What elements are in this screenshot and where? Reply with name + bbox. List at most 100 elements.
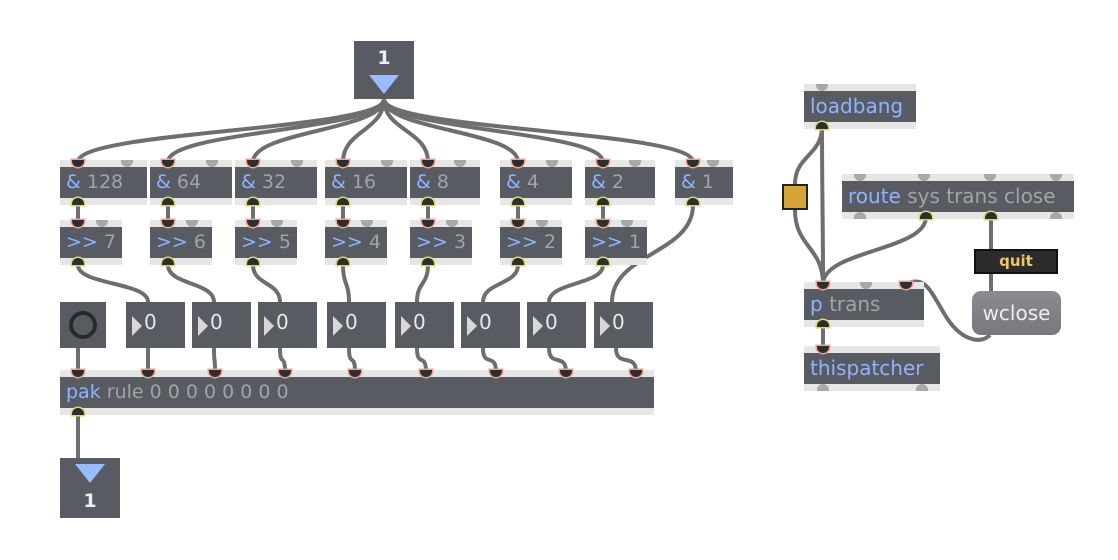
message-quit[interactable]: quit (974, 249, 1058, 274)
object-and[interactable]: & 32 (235, 160, 317, 205)
bang-button[interactable] (782, 184, 808, 210)
inlet[interactable] (271, 220, 283, 227)
number-box[interactable]: 0 (594, 302, 653, 348)
inlet[interactable] (337, 220, 349, 227)
inlet[interactable] (72, 160, 84, 167)
inlet[interactable] (512, 160, 524, 167)
outlet[interactable] (920, 212, 932, 219)
inlet[interactable] (381, 160, 393, 167)
inlet[interactable] (860, 282, 872, 289)
inlet[interactable] (186, 220, 198, 227)
inlet[interactable] (162, 220, 174, 227)
outlet[interactable] (72, 258, 84, 265)
outlet[interactable] (72, 198, 84, 205)
inlet[interactable] (817, 346, 829, 353)
outlet[interactable] (72, 408, 84, 415)
inlet[interactable] (361, 220, 373, 227)
inlet[interactable] (546, 160, 558, 167)
object-and[interactable]: & 4 (500, 160, 572, 205)
outlet[interactable] (337, 198, 349, 205)
outlet[interactable] (985, 212, 997, 219)
outlet[interactable] (597, 198, 609, 205)
outlet[interactable] (247, 258, 259, 265)
object-and[interactable]: & 2 (585, 160, 655, 205)
inlet[interactable] (536, 220, 548, 227)
inlet[interactable] (984, 174, 996, 181)
object-and[interactable]: & 64 (150, 160, 232, 205)
inlet[interactable] (490, 370, 502, 377)
inlet[interactable] (817, 282, 829, 289)
object-thispatcher[interactable]: thispatcher (804, 346, 940, 391)
number-box[interactable]: 0 (527, 302, 586, 348)
number-box[interactable]: 0 (192, 302, 251, 348)
inlet[interactable] (209, 370, 221, 377)
object-route[interactable]: route sys trans close (842, 174, 1074, 219)
outlet[interactable] (916, 384, 928, 391)
object-pak[interactable]: pak rule 0 0 0 0 0 0 0 0 (60, 370, 654, 415)
inlet[interactable] (206, 160, 218, 167)
inlet[interactable] (349, 370, 361, 377)
object-and[interactable]: & 8 (410, 160, 480, 205)
object-loadbang[interactable]: loadbang (804, 84, 916, 129)
inlet[interactable] (247, 220, 259, 227)
inlet[interactable] (142, 370, 154, 377)
inlet[interactable] (816, 84, 828, 91)
inlet[interactable] (918, 174, 930, 181)
inlet[interactable] (900, 282, 912, 289)
inlet-top[interactable]: 1 (354, 41, 414, 99)
inlet[interactable] (597, 220, 609, 227)
outlet[interactable] (816, 122, 828, 129)
inlet[interactable] (420, 370, 432, 377)
inlet[interactable] (854, 174, 866, 181)
number-box[interactable]: 0 (327, 302, 386, 348)
outlet-bottom[interactable]: 1 (60, 458, 120, 518)
object-and[interactable]: & 16 (325, 160, 407, 205)
number-box[interactable]: 0 (258, 302, 317, 348)
outlet[interactable] (817, 320, 829, 327)
outlet[interactable] (817, 384, 829, 391)
inlet[interactable] (630, 370, 642, 377)
toggle[interactable] (60, 302, 106, 348)
inlet[interactable] (162, 160, 174, 167)
object-wclose[interactable]: wclose (972, 291, 1061, 335)
object-shift-right[interactable]: >> 2 (500, 220, 562, 265)
object-shift-right[interactable]: >> 1 (585, 220, 647, 265)
inlet[interactable] (121, 160, 133, 167)
object-shift-right[interactable]: >> 7 (60, 220, 122, 265)
outlet[interactable] (854, 212, 866, 219)
inlet[interactable] (621, 220, 633, 227)
outlet[interactable] (1050, 212, 1062, 219)
outlet[interactable] (597, 258, 609, 265)
outlet[interactable] (422, 198, 434, 205)
outlet[interactable] (422, 258, 434, 265)
inlet[interactable] (560, 370, 572, 377)
inlet[interactable] (629, 160, 641, 167)
inlet[interactable] (597, 160, 609, 167)
inlet[interactable] (72, 370, 84, 377)
outlet[interactable] (512, 258, 524, 265)
inlet[interactable] (96, 220, 108, 227)
inlet[interactable] (446, 220, 458, 227)
object-shift-right[interactable]: >> 6 (150, 220, 212, 265)
object-shift-right[interactable]: >> 4 (325, 220, 387, 265)
object-and[interactable]: & 1 (675, 160, 733, 205)
outlet[interactable] (512, 198, 524, 205)
outlet[interactable] (337, 258, 349, 265)
inlet[interactable] (1050, 174, 1062, 181)
outlet[interactable] (247, 198, 259, 205)
inlet[interactable] (279, 370, 291, 377)
outlet[interactable] (162, 198, 174, 205)
inlet[interactable] (72, 220, 84, 227)
inlet[interactable] (454, 160, 466, 167)
inlet[interactable] (337, 160, 349, 167)
object-shift-right[interactable]: >> 3 (410, 220, 472, 265)
outlet[interactable] (687, 198, 699, 205)
inlet[interactable] (422, 220, 434, 227)
inlet[interactable] (707, 160, 719, 167)
inlet[interactable] (512, 220, 524, 227)
object-p-trans[interactable]: p trans (804, 282, 924, 327)
number-box[interactable]: 0 (395, 302, 454, 348)
inlet[interactable] (247, 160, 259, 167)
inlet[interactable] (687, 160, 699, 167)
number-box[interactable]: 0 (461, 302, 520, 348)
